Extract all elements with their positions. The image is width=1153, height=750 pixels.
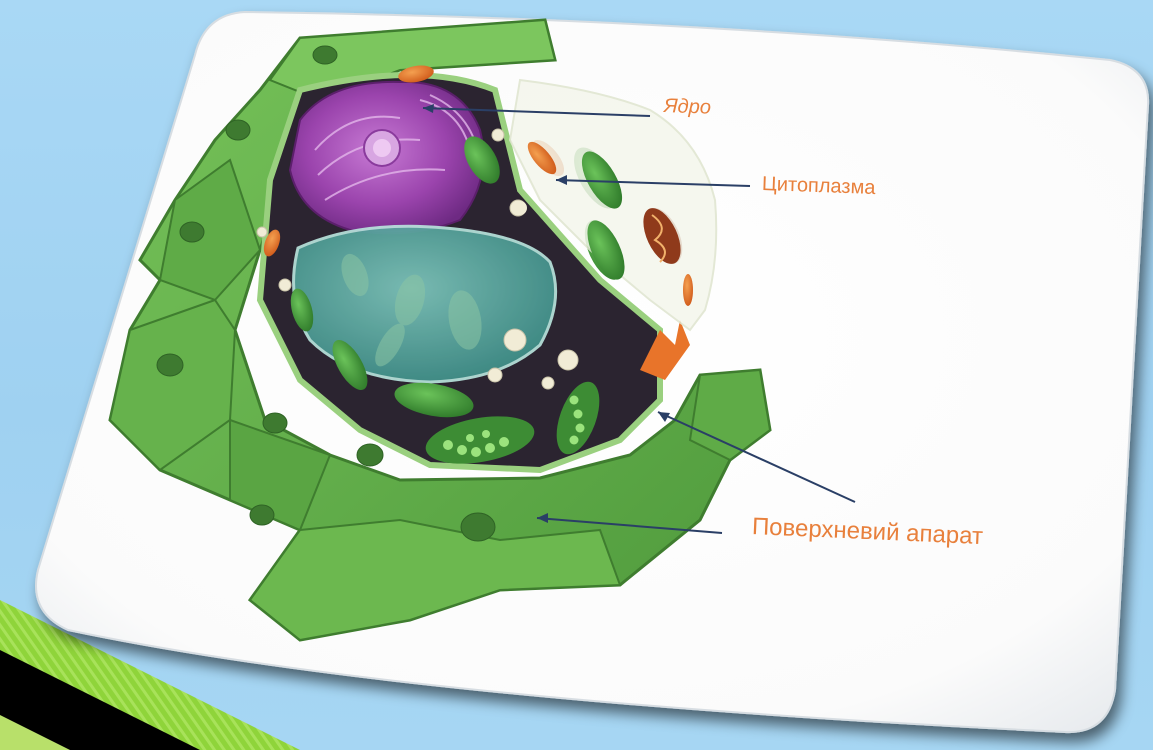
vacuole xyxy=(294,226,556,382)
